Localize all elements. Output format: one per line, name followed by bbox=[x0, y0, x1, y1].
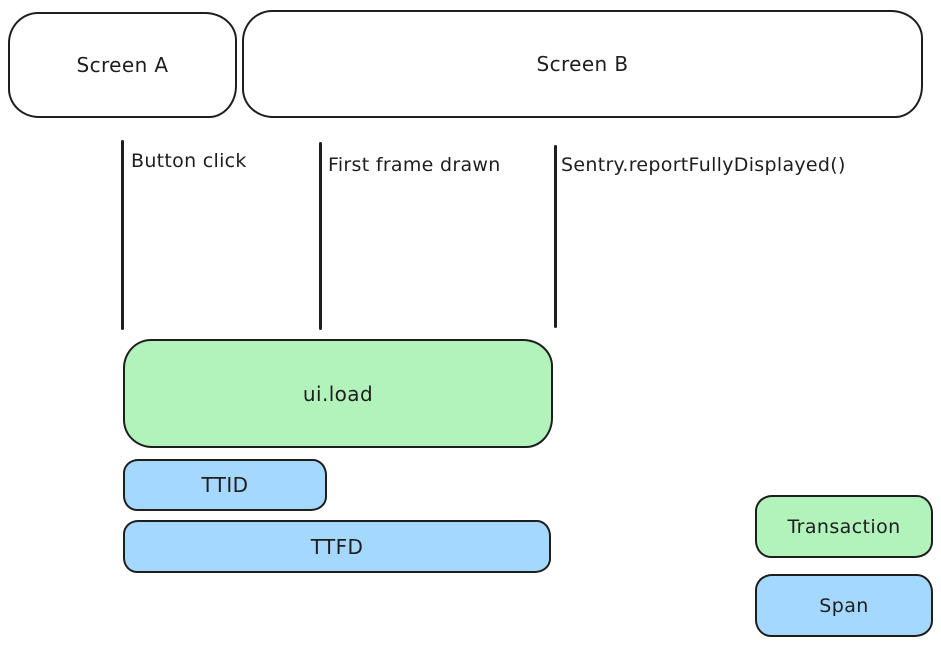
screen-b-box: Screen B bbox=[242, 10, 923, 118]
legend-span-label: Span bbox=[819, 594, 869, 617]
report-fully-displayed-marker-line bbox=[554, 145, 557, 328]
legend-transaction-label: Transaction bbox=[787, 515, 901, 538]
ttfd-span-bar: TTFD bbox=[123, 520, 551, 573]
button-click-marker-line bbox=[121, 140, 124, 330]
ttfd-label: TTFD bbox=[310, 534, 364, 559]
screen-a-label: Screen A bbox=[76, 53, 169, 77]
ui-load-transaction-bar: ui.load bbox=[123, 339, 553, 448]
report-fully-displayed-marker-label: Sentry.reportFullyDisplayed() bbox=[561, 154, 846, 176]
first-frame-drawn-marker-line bbox=[319, 142, 322, 330]
first-frame-drawn-marker-label: First frame drawn bbox=[328, 154, 501, 176]
screen-b-label: Screen B bbox=[536, 52, 629, 76]
legend-item-span: Span bbox=[755, 574, 933, 637]
legend-item-transaction: Transaction bbox=[755, 495, 933, 558]
screen-a-box: Screen A bbox=[8, 12, 237, 118]
button-click-marker-label: Button click bbox=[131, 150, 247, 172]
ui-load-label: ui.load bbox=[302, 381, 374, 406]
ttid-span-bar: TTID bbox=[123, 459, 327, 511]
ttid-label: TTID bbox=[201, 473, 249, 497]
